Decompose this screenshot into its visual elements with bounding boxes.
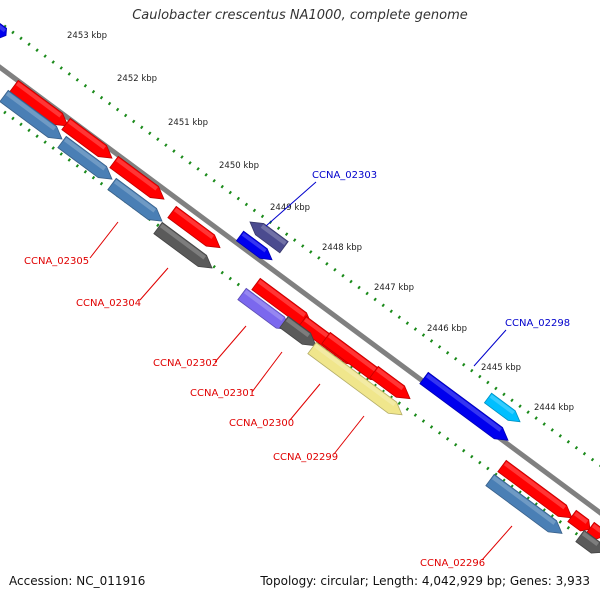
gene-feature[interactable] (307, 341, 406, 420)
gene-feature[interactable] (369, 365, 414, 404)
gene-label[interactable]: CCNA_02302 (153, 358, 218, 369)
label-leader-line (214, 325, 247, 363)
gene-label[interactable]: CCNA_02300 (229, 418, 294, 429)
label-leader-line (265, 181, 317, 227)
kbp-tick-label: 2450 kbp (219, 161, 259, 171)
gene-feature[interactable] (61, 117, 116, 163)
gene-feature[interactable] (153, 221, 216, 273)
label-leader-line (289, 383, 321, 421)
gene-feature[interactable] (107, 177, 166, 226)
gene-label[interactable]: CCNA_02296 (420, 558, 485, 569)
gene-feature[interactable] (9, 79, 72, 131)
kbp-tick-label: 2448 kbp (322, 243, 362, 253)
gene-feature[interactable] (419, 371, 512, 446)
kbp-tick-label: 2449 kbp (270, 203, 310, 213)
label-leader-line (251, 351, 283, 393)
gene-feature[interactable] (167, 205, 224, 253)
label-leader-line (139, 267, 169, 301)
gene-feature[interactable] (246, 216, 289, 254)
gene-feature[interactable] (0, 89, 66, 144)
kbp-tick-label: 2451 kbp (168, 118, 208, 128)
gene-feature[interactable] (279, 315, 320, 351)
kbp-tick-label: 2453 kbp (67, 31, 107, 41)
label-leader-line (89, 221, 119, 259)
label-leader-line (473, 329, 507, 367)
gene-feature[interactable] (485, 473, 566, 539)
accession-text: Accession: NC_011916 (9, 574, 146, 588)
gene-label[interactable]: CCNA_02305 (24, 256, 89, 267)
kbp-tick-label: 2444 kbp (534, 403, 574, 413)
kbp-scale: 2453 kbp 2452 kbp 2451 kbp 2450 kbp 2449 kbp… (67, 31, 574, 413)
genome-backbone (0, 64, 600, 516)
label-leader-line (481, 525, 513, 561)
gene-label[interactable]: CCNA_02304 (76, 298, 141, 309)
gene-label[interactable]: CCNA_02298 (505, 318, 570, 329)
gene-label[interactable]: CCNA_02299 (273, 452, 338, 463)
gene-feature[interactable] (235, 230, 275, 264)
gene-feature[interactable] (497, 459, 576, 523)
gene-feature[interactable] (0, 22, 10, 40)
kbp-tick-label: 2452 kbp (117, 74, 157, 84)
gene-feature[interactable] (567, 509, 594, 535)
gene-label[interactable]: CCNA_02301 (190, 388, 255, 399)
gene-features (0, 22, 600, 558)
label-leader-line (333, 415, 365, 455)
genome-title: Caulobacter crescentus NA1000, complete … (132, 8, 468, 23)
topology-text: Topology: circular; Length: 4,042,929 bp… (260, 574, 590, 588)
kbp-tick-label: 2445 kbp (481, 363, 521, 373)
kbp-tick-label: 2446 kbp (427, 324, 467, 334)
gene-feature[interactable] (109, 155, 168, 204)
gene-label[interactable]: CCNA_02303 (312, 170, 377, 181)
gene-feature[interactable] (575, 529, 600, 558)
gene-feature[interactable] (57, 135, 116, 184)
gene-feature[interactable] (483, 392, 523, 426)
kbp-tick-label: 2447 kbp (374, 283, 414, 293)
